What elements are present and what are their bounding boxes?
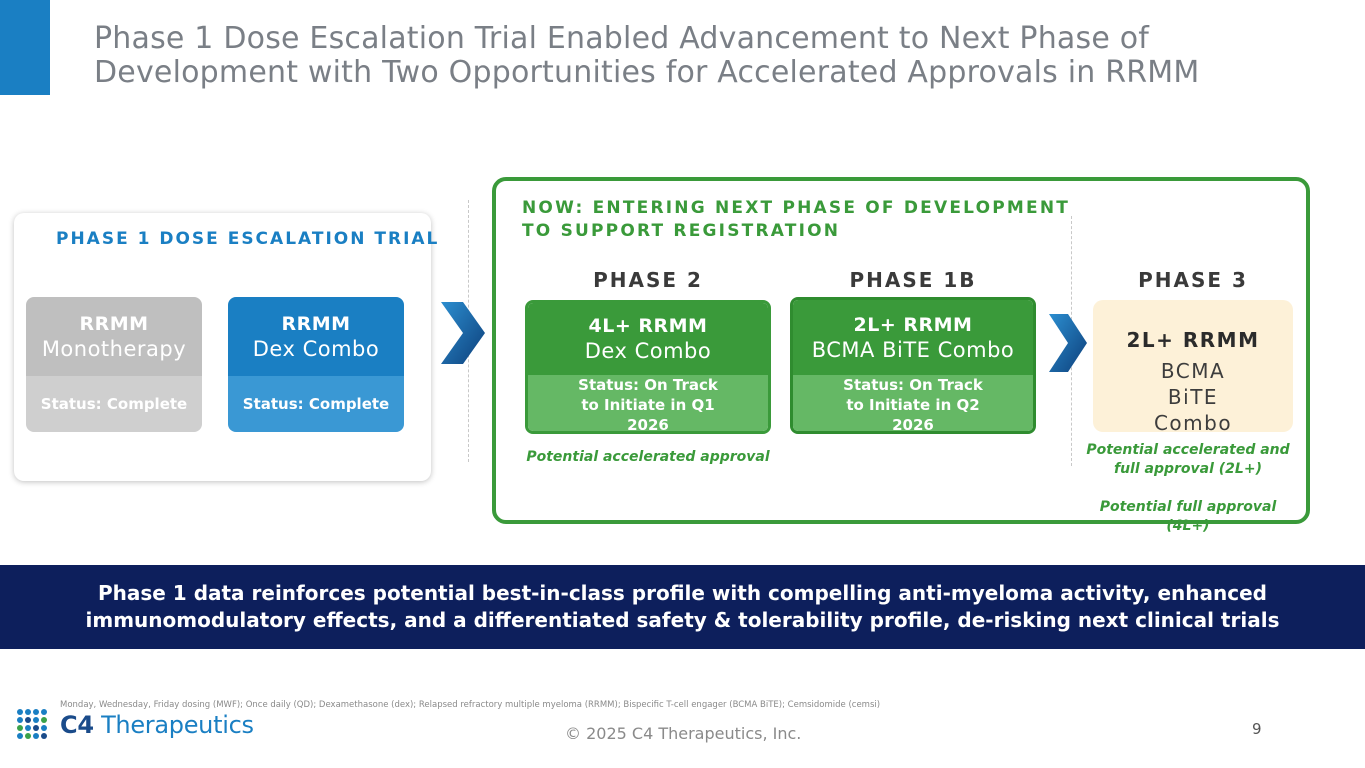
phase1-heading: PHASE 1 DOSE ESCALATION TRIAL bbox=[56, 229, 440, 249]
next-phase-heading: NOW: ENTERING NEXT PHASE OF DEVELOPMENT … bbox=[522, 198, 1071, 241]
phase1-panel: PHASE 1 DOSE ESCALATION TRIAL RRMM Monot… bbox=[14, 213, 437, 481]
footnote: Monday, Wednesday, Friday dosing (MWF); … bbox=[60, 700, 881, 710]
phase2-card: 4L+ RRMM Dex Combo Status: On Track to I… bbox=[525, 300, 771, 434]
phase3-card: 2L+ RRMM BCMA BiTE Combo bbox=[1093, 300, 1293, 432]
phase3-note-2: Potential full approval (4L+) bbox=[1099, 499, 1277, 534]
monotherapy-card: RRMM Monotherapy Status: Complete bbox=[26, 297, 202, 432]
card-line2: BCMA BiTE Combo bbox=[811, 337, 1015, 362]
dot-grid-icon bbox=[17, 709, 47, 739]
card-line1: 2L+ RRMM bbox=[1126, 328, 1260, 352]
status-text: Status: On Track to Initiate in Q2 2026 bbox=[793, 375, 1033, 431]
logo-name: Therapeutics bbox=[101, 711, 254, 739]
status-text: Status: Complete bbox=[228, 376, 404, 432]
corner-accent-bar bbox=[0, 0, 50, 95]
company-logo: C4 Therapeutics bbox=[16, 708, 256, 744]
phase2-label: PHASE 2 bbox=[593, 268, 703, 292]
card-line2: Dex Combo bbox=[252, 336, 380, 361]
card-line2: Dex Combo bbox=[584, 339, 712, 363]
phase3-label: PHASE 3 bbox=[1138, 268, 1248, 292]
card-line2: Monotherapy bbox=[41, 336, 187, 361]
card-line1: RRMM bbox=[281, 312, 351, 335]
phase1b-label: PHASE 1B bbox=[849, 268, 977, 292]
slide-title: Phase 1 Dose Escalation Trial Enabled Ad… bbox=[94, 21, 1200, 90]
next-phase-panel: NOW: ENTERING NEXT PHASE OF DEVELOPMENT … bbox=[492, 177, 1310, 534]
dex-combo-card: RRMM Dex Combo Status: Complete bbox=[228, 297, 404, 432]
card-line1: 4L+ RRMM bbox=[588, 315, 708, 337]
card-line2: BCMA BiTE Combo bbox=[1153, 359, 1233, 432]
phase2-note: Potential accelerated approval bbox=[526, 449, 770, 465]
chevron-right-icon bbox=[1049, 314, 1087, 372]
page-number: 9 bbox=[1252, 720, 1262, 738]
phase3-note-1: Potential accelerated and full approval … bbox=[1086, 442, 1290, 477]
status-text: Status: On Track to Initiate in Q1 2026 bbox=[528, 375, 768, 431]
phase1b-card: 2L+ RRMM BCMA BiTE Combo Status: On Trac… bbox=[790, 297, 1036, 434]
logo-prefix: C4 bbox=[60, 711, 94, 739]
card-line1: RRMM bbox=[79, 312, 149, 335]
chevron-right-icon bbox=[441, 302, 485, 364]
copyright: © 2025 C4 Therapeutics, Inc. bbox=[565, 724, 802, 743]
banner-text: Phase 1 data reinforces potential best-i… bbox=[85, 581, 1280, 632]
summary-banner: Phase 1 data reinforces potential best-i… bbox=[0, 565, 1365, 649]
card-line1: 2L+ RRMM bbox=[853, 313, 973, 336]
status-text: Status: Complete bbox=[26, 376, 202, 432]
logo-wordmark: C4 Therapeutics bbox=[60, 711, 254, 739]
